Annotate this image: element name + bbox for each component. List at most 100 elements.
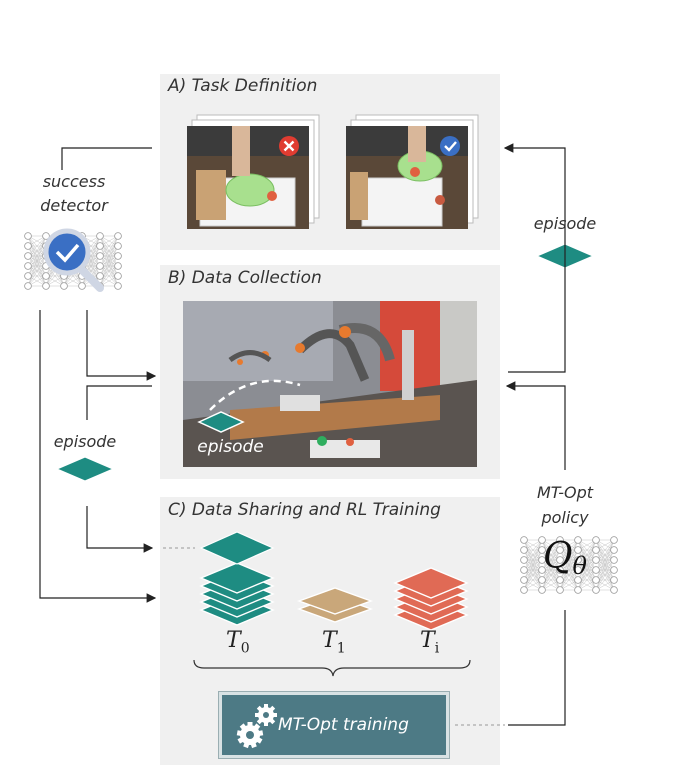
network-node <box>24 252 32 260</box>
network-node <box>520 566 528 574</box>
network-node <box>556 586 564 594</box>
episode-label-photo: episode <box>197 437 264 457</box>
network-node <box>592 536 600 544</box>
network-node <box>538 566 546 574</box>
cross-badge-icon <box>279 136 299 156</box>
network-node <box>556 556 564 564</box>
network-node <box>42 282 50 290</box>
network-node <box>538 586 546 594</box>
network-node <box>610 546 618 554</box>
network-node <box>60 282 68 290</box>
episode-label-right: episode <box>533 214 597 233</box>
new-episode-tile <box>199 531 275 565</box>
network-node <box>556 546 564 554</box>
q-symbol: Q <box>543 536 573 577</box>
network-node <box>42 232 50 240</box>
network-node <box>556 536 564 544</box>
network-node <box>592 546 600 554</box>
network-node <box>556 576 564 584</box>
network-node <box>42 272 50 280</box>
network-node <box>610 566 618 574</box>
network-node <box>574 566 582 574</box>
network-node <box>592 566 600 574</box>
episode-label-left: episode <box>53 432 117 451</box>
policy-label-1: MT-Opt <box>536 483 594 502</box>
network-node <box>610 536 618 544</box>
network-node <box>24 282 32 290</box>
training-label: MT-Opt training <box>278 715 409 735</box>
network-node <box>610 576 618 584</box>
arrow-b-to-a <box>503 143 566 373</box>
connector-training-to-policy <box>508 610 566 726</box>
network-node <box>520 536 528 544</box>
network-node <box>592 556 600 564</box>
robot-lab-photo <box>183 301 477 467</box>
network-node <box>574 586 582 594</box>
panel-c-title: C) Data Sharing and RL Training <box>168 500 441 520</box>
network-node <box>520 546 528 554</box>
dataset-stack-0 <box>199 562 275 626</box>
network-node <box>96 232 104 240</box>
dataset-tile <box>393 567 469 599</box>
network-node <box>24 272 32 280</box>
task-photo-success <box>346 114 479 229</box>
network-node <box>610 556 618 564</box>
network-node <box>574 536 582 544</box>
connector-detector-to-a <box>61 147 152 170</box>
network-node <box>114 262 122 270</box>
network-node <box>538 536 546 544</box>
network-node <box>24 242 32 250</box>
network-node <box>96 262 104 270</box>
network-node <box>96 252 104 260</box>
panel-a-title: A) Task Definition <box>168 76 318 96</box>
check-badge-icon <box>440 136 460 156</box>
dataset-symbol-i: Ti <box>420 628 440 657</box>
magnifier-check-icon <box>43 228 104 292</box>
dataset-tile <box>199 562 275 594</box>
q-theta-symbol: Qθ <box>543 536 587 580</box>
network-node <box>78 282 86 290</box>
network-node <box>592 576 600 584</box>
network-node <box>538 546 546 554</box>
network-node <box>592 586 600 594</box>
connectors <box>39 143 566 726</box>
network-node <box>96 272 104 280</box>
dataset-brace <box>193 659 471 677</box>
network-node <box>24 262 32 270</box>
mt-opt-training-box: MT-Opt training <box>219 692 449 758</box>
dataset-tile <box>296 587 374 615</box>
network-node <box>114 232 122 240</box>
policy-network <box>520 536 618 594</box>
network-node <box>538 576 546 584</box>
dataset-stack-i <box>393 567 469 631</box>
network-node <box>520 576 528 584</box>
q-subscript: θ <box>572 552 587 580</box>
network-node <box>114 242 122 250</box>
network-node <box>574 556 582 564</box>
episode-tile-photo <box>197 411 245 433</box>
success-detector-label-1: success <box>42 172 106 191</box>
dataset-symbol-0: T0 <box>226 628 250 657</box>
panel-b-title: B) Data Collection <box>168 268 322 288</box>
arrow-episode-to-c <box>86 506 154 553</box>
network-node <box>574 546 582 554</box>
network-node <box>96 242 104 250</box>
dataset-symbol-1: T1 <box>322 628 346 657</box>
network-node <box>520 586 528 594</box>
network-node <box>114 272 122 280</box>
network-node <box>24 232 32 240</box>
episode-tile-left <box>55 456 115 482</box>
network-node <box>574 576 582 584</box>
success-detector-label-2: detector <box>40 196 108 215</box>
network-node <box>556 566 564 574</box>
arrow-policy-to-b <box>505 381 566 470</box>
network-node <box>114 282 122 290</box>
network-node <box>520 556 528 564</box>
network-node <box>610 586 618 594</box>
gears-icon <box>236 704 277 749</box>
arrow-detector-to-c <box>39 310 157 603</box>
task-photo-fail <box>187 114 320 229</box>
network-node <box>114 252 122 260</box>
arrow-detector-to-b <box>86 310 157 381</box>
